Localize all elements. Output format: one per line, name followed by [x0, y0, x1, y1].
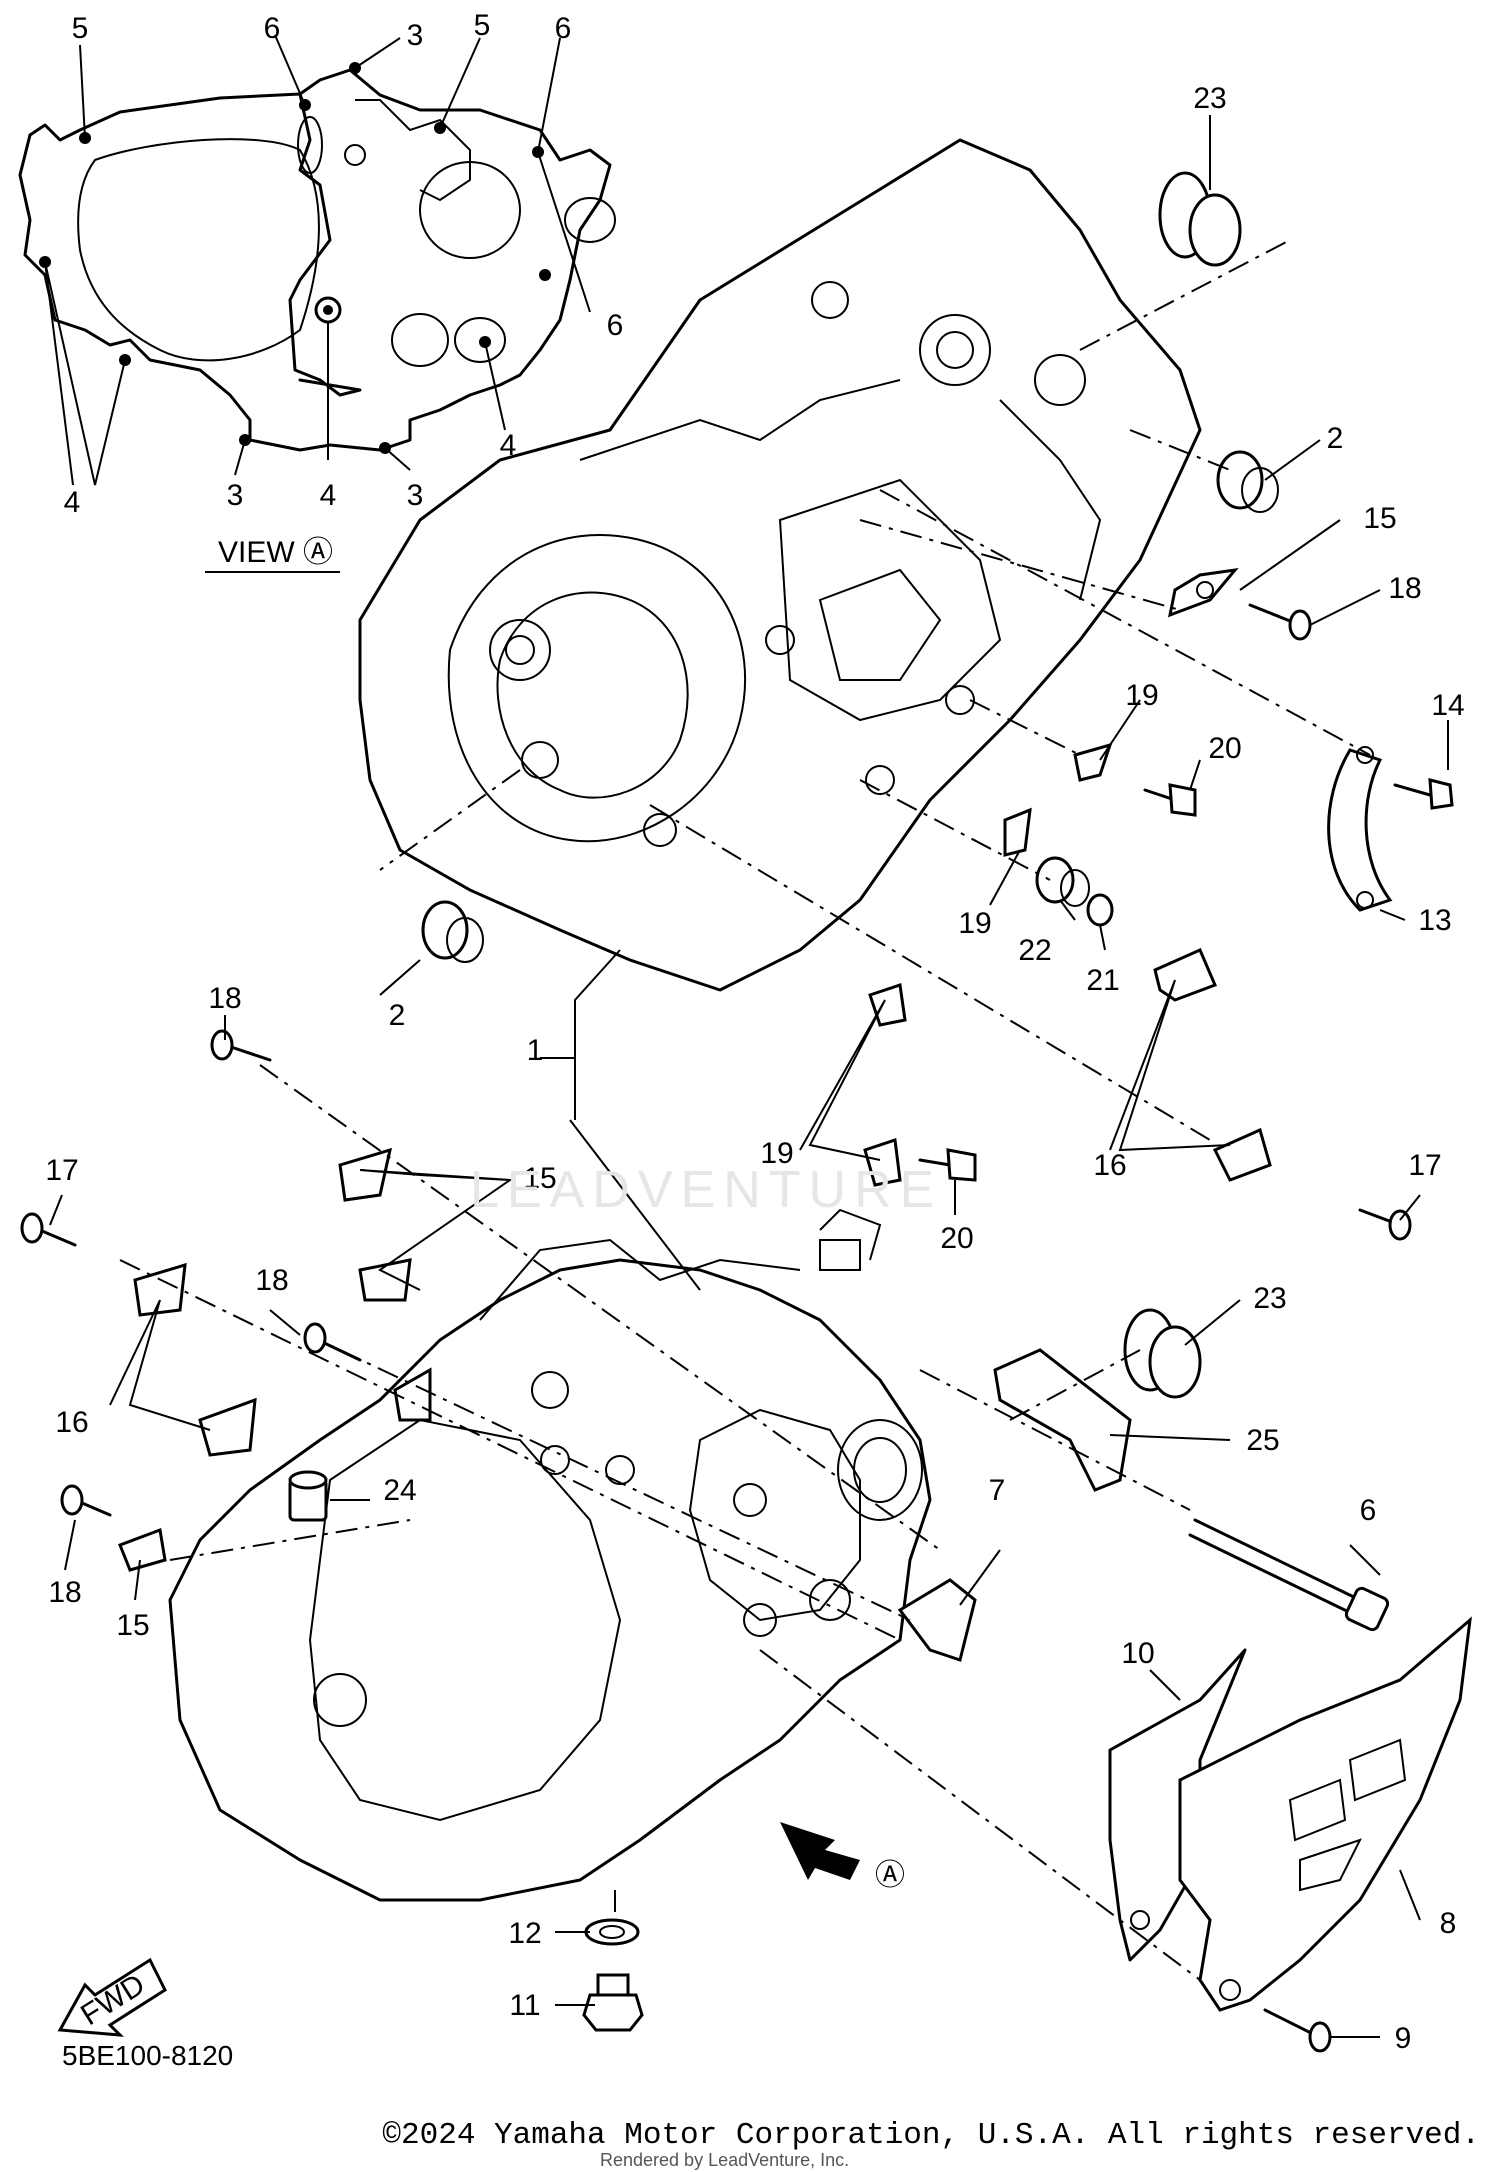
view-a-inset — [18, 34, 616, 573]
callout-p8: 8 — [1440, 1907, 1457, 1940]
callout-v6b: 6 — [555, 12, 572, 45]
fwd-arrow-icon: FWD — [57, 1957, 167, 2037]
view-a-direction-arrow-icon: Ⓐ — [780, 1822, 905, 1892]
callout-p6: 6 — [1360, 1494, 1377, 1527]
watermark: LEADVENTURE — [470, 1161, 943, 1219]
part-23-upper-seal — [1158, 171, 1242, 267]
upper-crankcase-half — [358, 138, 1202, 992]
part-18-screw-upper — [1248, 603, 1312, 641]
callout-v4c: 4 — [64, 486, 81, 519]
part-25-guide — [993, 1348, 1132, 1492]
part-12-gasket — [584, 1918, 640, 1946]
part-13-bracket — [1327, 746, 1393, 912]
callout-p10: 10 — [1121, 1637, 1154, 1670]
callout-p22: 22 — [1018, 934, 1051, 967]
callout-p25: 25 — [1246, 1424, 1279, 1457]
rendered-by-credit: Rendered by LeadVenture, Inc. — [600, 2150, 850, 2170]
callout-p12: 12 — [508, 1917, 541, 1950]
part-11-drain-bolt — [582, 1973, 644, 2032]
callout-p15b: 15 — [523, 1162, 556, 1195]
part-16-plates-left — [133, 1262, 257, 1457]
part-20-bolt-center — [918, 1148, 977, 1182]
view-a-slot — [297, 116, 323, 174]
part-6-long-bolt — [1188, 1518, 1390, 1632]
callout-p2b: 2 — [389, 999, 406, 1032]
part-21-washer — [1086, 893, 1114, 927]
part-15-plate-upper — [1167, 567, 1239, 618]
part-19-clips-center — [863, 983, 907, 1187]
callout-p17a: 17 — [1408, 1149, 1441, 1182]
part-15-plate-left-bottom — [118, 1527, 167, 1572]
view-a-bearing-hole — [419, 161, 521, 259]
part-2-dowel-upper — [1216, 450, 1279, 513]
part-19-clip-upper — [1073, 742, 1113, 782]
callout-p16b: 16 — [55, 1406, 88, 1439]
part-17-screw-left — [20, 1212, 77, 1247]
callout-v6c: 6 — [607, 309, 624, 342]
part-14-bolt — [1393, 778, 1454, 810]
part-18-screw-left-top — [210, 1029, 272, 1062]
callout-v4b: 4 — [320, 479, 337, 512]
callout-p24: 24 — [383, 1474, 416, 1507]
part-19-clip-lower — [1003, 807, 1032, 857]
part-22-collar — [1035, 856, 1090, 907]
callout-p18d: 18 — [48, 1576, 81, 1609]
callout-v5a: 5 — [72, 12, 89, 45]
part-9-screw — [1263, 2008, 1332, 2053]
callout-v6a: 6 — [264, 12, 281, 45]
callout-p19c: 19 — [760, 1137, 793, 1170]
callout-labels: 5 6 3 5 6 6 4 3 4 3 4 VIEW Ⓐ 23 2 15 18 … — [45, 9, 1464, 2055]
view-a-marker: Ⓐ — [875, 1859, 905, 1892]
part-10-gasket — [1108, 1648, 1247, 1962]
callout-p14: 14 — [1431, 689, 1464, 722]
part-8-cover — [1178, 1616, 1472, 2012]
callout-p21: 21 — [1086, 964, 1119, 997]
callout-p1: 1 — [527, 1034, 544, 1067]
part-24-dowel — [288, 1470, 328, 1522]
callout-v3a: 3 — [407, 19, 424, 52]
part-7-bracket — [897, 1578, 977, 1662]
callout-p18b: 18 — [208, 982, 241, 1015]
diagram-code: 5BE100-8120 — [62, 2040, 234, 2071]
part-2-dowel-lower — [421, 900, 484, 963]
callout-p20a: 20 — [1208, 732, 1241, 765]
callout-p23b: 23 — [1253, 1282, 1286, 1315]
callout-p23a: 23 — [1193, 82, 1226, 115]
part-18-screw-left-bottom — [60, 1484, 112, 1517]
callout-p13: 13 — [1418, 904, 1451, 937]
leader-lines — [49, 115, 1449, 2038]
callout-p7: 7 — [989, 1474, 1006, 1507]
callout-v3b: 3 — [227, 479, 244, 512]
callout-p11: 11 — [509, 1989, 540, 2022]
callout-p18a: 18 — [1388, 572, 1421, 605]
callout-p15a: 15 — [1363, 502, 1396, 535]
callout-p2a: 2 — [1327, 422, 1344, 455]
part-17-screw-right — [1358, 1208, 1412, 1241]
part-20-bolt-upper — [1143, 783, 1197, 817]
callout-p19b: 19 — [958, 907, 991, 940]
lower-crankcase-half — [168, 1208, 932, 1902]
callout-p18c: 18 — [255, 1264, 288, 1297]
callout-p20b: 20 — [940, 1222, 973, 1255]
part-23-lower-seal — [1123, 1308, 1202, 1399]
callout-p19a: 19 — [1125, 679, 1158, 712]
part-16-plate-right — [1153, 948, 1272, 1182]
part-15-plates-left — [338, 1147, 432, 1422]
copyright-notice: ©2024 Yamaha Motor Corporation, U.S.A. A… — [382, 2118, 1480, 2153]
callout-p9: 9 — [1395, 2022, 1412, 2055]
view-a-label: VIEW Ⓐ — [218, 536, 333, 569]
callout-v3c: 3 — [407, 479, 424, 512]
callout-v4a: 4 — [500, 429, 517, 462]
callout-v5b: 5 — [474, 9, 491, 42]
callout-p17b: 17 — [45, 1154, 78, 1187]
callout-p15c: 15 — [116, 1609, 149, 1642]
callout-p16a: 16 — [1093, 1149, 1126, 1182]
